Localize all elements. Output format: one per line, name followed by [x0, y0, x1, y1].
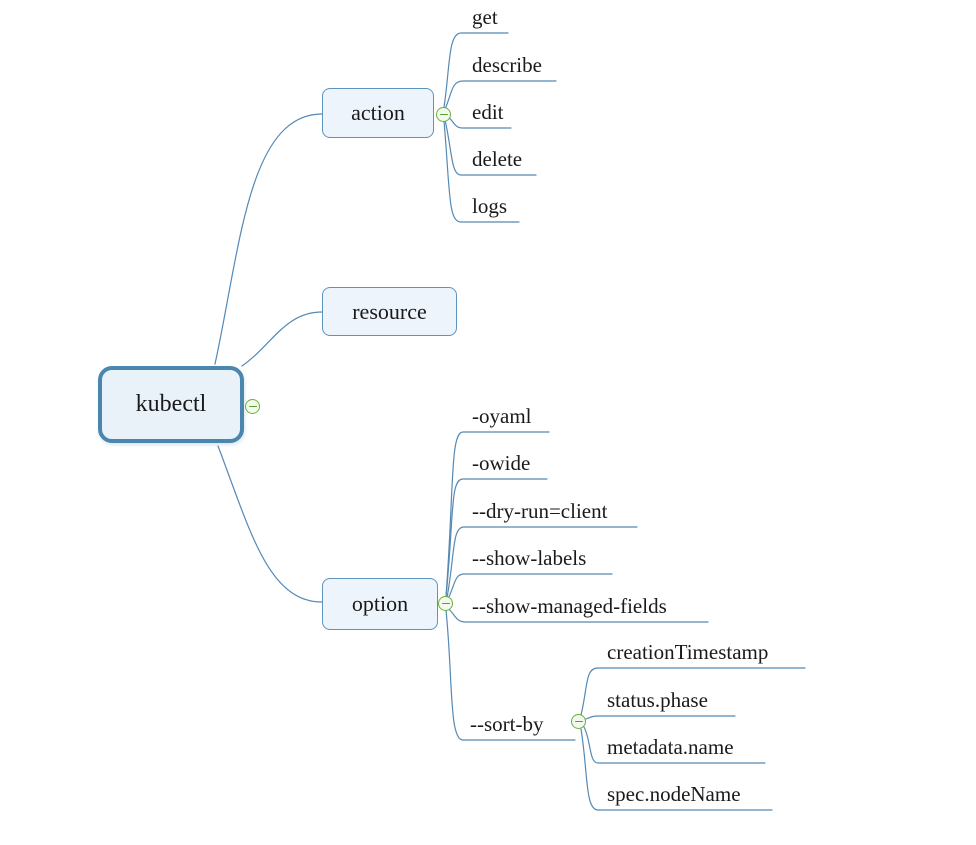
connector-option-owide — [445, 478, 548, 598]
leaf-describe[interactable]: describe — [472, 53, 542, 77]
node-resource[interactable]: resource — [322, 287, 457, 336]
leaf-logs[interactable]: logs — [472, 194, 508, 218]
node-option[interactable]: option — [322, 578, 438, 630]
connector-root-option — [217, 445, 323, 603]
connector-sortby-creationtimestamp — [580, 667, 806, 716]
leaf-oyaml[interactable]: -oyaml — [472, 404, 532, 428]
connector-option-dryrun — [446, 526, 638, 599]
leaf-metadata-name[interactable]: metadata.name — [607, 735, 734, 759]
connector-action-get — [443, 32, 509, 108]
leaf-edit[interactable]: edit — [472, 100, 504, 124]
connector-sortby-specnodename — [580, 728, 773, 811]
connector-sortby-statusphase — [585, 715, 736, 720]
leaf-status-phase[interactable]: status.phase — [607, 688, 708, 712]
collapse-minus-icon-kubectl[interactable] — [245, 399, 260, 414]
connector-option-showmanagedfields — [447, 607, 709, 623]
leaf-spec-node-name[interactable]: spec.nodeName — [607, 782, 741, 806]
minus-glyph — [441, 602, 450, 605]
connector-option-sortby — [445, 609, 576, 741]
node-kubectl[interactable]: kubectl — [98, 366, 244, 443]
connector-root-resource — [241, 311, 323, 367]
connector-root-action — [214, 113, 323, 365]
collapse-minus-icon-option[interactable] — [438, 596, 453, 611]
collapse-minus-icon-action[interactable] — [436, 107, 451, 122]
connector-action-logs — [443, 120, 520, 223]
leaf-show-labels[interactable]: --show-labels — [472, 546, 587, 570]
leaf-dry-run-client[interactable]: --dry-run=client — [472, 499, 608, 523]
minus-glyph — [248, 405, 257, 408]
leaf-creation-timestamp[interactable]: creationTimestamp — [607, 640, 769, 664]
collapse-minus-icon-sort-by[interactable] — [571, 714, 586, 729]
leaf-show-managed-fields[interactable]: --show-managed-fields — [472, 594, 667, 618]
connector-action-describe — [444, 80, 557, 110]
connector-sortby-metadataname — [583, 726, 766, 764]
minus-glyph — [574, 720, 583, 723]
leaf-sort-by[interactable]: --sort-by — [470, 712, 544, 736]
connector-action-delete — [444, 119, 537, 176]
connector-option-oyaml — [445, 431, 550, 597]
node-action[interactable]: action — [322, 88, 434, 138]
minus-glyph — [439, 113, 448, 116]
leaf-owide[interactable]: -owide — [472, 451, 531, 475]
leaf-get[interactable]: get — [472, 5, 498, 29]
leaf-delete[interactable]: delete — [472, 147, 523, 171]
